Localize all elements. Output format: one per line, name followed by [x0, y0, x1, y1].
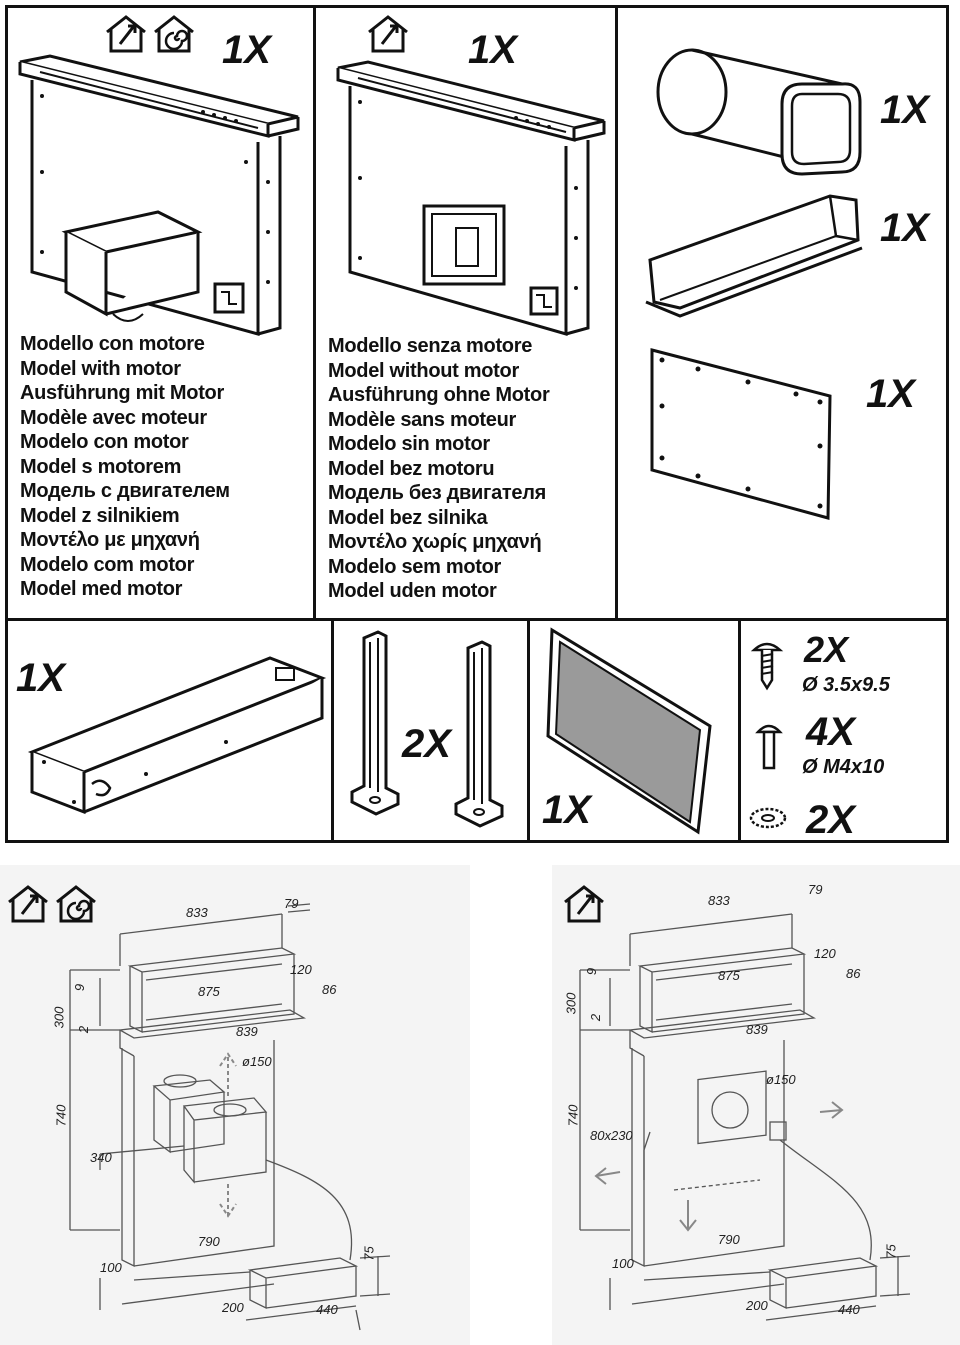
dim-300: 300 [51, 1006, 67, 1029]
bracket-qty: 2X [402, 722, 451, 766]
mounting-brackets-drawing [350, 630, 504, 828]
house-duct-out-icon [564, 885, 604, 923]
dim-790: 790 [718, 1232, 740, 1247]
divider-horizontal [5, 618, 949, 621]
lang-it: Modello con motore [20, 333, 205, 355]
dim-100: 100 [100, 1260, 122, 1275]
without-motor-language-list: Modello senza motore Model without motor… [328, 334, 550, 604]
lang-pt: Modelo com motor [20, 553, 195, 576]
dim-120: 120 [290, 962, 312, 977]
adapter-qty: 1X [880, 88, 929, 132]
lang-el: Μοντέλο με μηχανή [20, 529, 200, 551]
dim-dia150: ø150 [766, 1072, 796, 1087]
lang-da: Model med motor [20, 578, 183, 600]
lang-ru: Модель без двигателя [328, 482, 546, 504]
divider-top-1 [313, 5, 316, 620]
dimension-drawing-right-bg [552, 865, 960, 1345]
dim-86: 86 [322, 982, 337, 997]
house-recirculation-icon [154, 15, 194, 53]
screw-small-size: Ø 3.5x9.5 [802, 674, 890, 696]
lang-es: Modelo con motor [20, 431, 189, 453]
lang-pl: Model z silnikiem [20, 504, 180, 527]
house-duct-out-icon [106, 15, 146, 53]
dimension-drawing-with-motor [69, 903, 391, 1331]
dim-dia150: ø150 [242, 1054, 272, 1069]
screw-small-icon [750, 642, 784, 691]
dim-839: 839 [236, 1024, 258, 1039]
lang-ru: Модель с двигателем [20, 480, 230, 502]
divider-bottom-1 [331, 618, 334, 843]
dim-440: 440 [316, 1302, 338, 1317]
house-recirculation-icon [56, 885, 96, 923]
washer-icon [749, 807, 787, 829]
duct-qty: 1X [880, 206, 929, 250]
dimension-drawing-without-motor [579, 913, 911, 1321]
divider-bottom-2 [527, 618, 530, 843]
lang-cs: Model s motorem [20, 455, 182, 478]
dim-200: 200 [746, 1298, 768, 1313]
lang-de: Ausführung mit Motor [20, 382, 224, 404]
lang-de: Ausführung ohne Motor [328, 384, 550, 406]
dim-80x230: 80x230 [590, 1128, 633, 1143]
grease-filter-drawing [546, 627, 712, 835]
dim-9: 9 [72, 983, 88, 992]
dim-86: 86 [846, 966, 861, 981]
dim-833: 833 [708, 893, 730, 908]
screw-large-size: Ø M4x10 [802, 756, 885, 778]
dim-75: 75 [883, 1244, 899, 1259]
motor-qty: 1X [16, 656, 65, 700]
dim-839: 839 [746, 1022, 768, 1037]
without-motor-qty: 1X [468, 28, 517, 72]
lang-pl: Model bez silnika [328, 506, 488, 529]
divider-top-2 [615, 5, 618, 620]
with-motor-language-list: Modello con motore Model with motor Ausf… [20, 332, 230, 602]
dim-120: 120 [814, 946, 836, 961]
lang-pt: Modelo sem motor [328, 555, 501, 578]
dim-2: 2 [76, 1025, 92, 1034]
filter-qty: 1X [542, 788, 591, 832]
hood-without-motor-drawing [336, 60, 606, 336]
dim-2: 2 [588, 1013, 604, 1022]
dim-75: 75 [361, 1246, 377, 1261]
dim-833: 833 [186, 905, 208, 920]
lang-fr: Modèle avec moteur [20, 406, 207, 429]
dim-300: 300 [563, 992, 579, 1015]
with-motor-qty: 1X [222, 28, 271, 72]
house-duct-out-icon [368, 15, 408, 53]
motor-box-drawing [27, 656, 327, 815]
dim-440: 440 [838, 1302, 860, 1317]
screw-large-icon [755, 724, 783, 770]
lang-el: Μοντέλο χωρίς μηχανή [328, 531, 542, 553]
divider-bottom-3 [738, 618, 741, 843]
dim-100: 100 [612, 1256, 634, 1271]
dim-875: 875 [198, 984, 220, 999]
dim-340: 340 [90, 1150, 112, 1165]
house-duct-out-icon [8, 885, 48, 923]
dim-740: 740 [53, 1104, 69, 1127]
washer-qty: 2X [806, 798, 855, 842]
round-to-rect-adapter-drawing [656, 48, 862, 176]
dim-79: 79 [808, 882, 823, 897]
lang-da: Model uden motor [328, 580, 497, 602]
rect-duct-drawing [645, 194, 863, 318]
dim-740: 740 [565, 1104, 581, 1127]
hood-with-motor-drawing [18, 54, 300, 336]
dim-790: 790 [198, 1234, 220, 1249]
lang-en: Model with motor [20, 357, 181, 380]
dim-200: 200 [222, 1300, 244, 1315]
dim-875: 875 [718, 968, 740, 983]
dimension-drawing-left-bg [0, 865, 470, 1345]
lang-fr: Modèle sans moteur [328, 408, 516, 431]
lang-cs: Model bez motoru [328, 457, 495, 480]
lang-it: Modello senza motore [328, 335, 533, 357]
screw-small-qty: 2X [804, 629, 849, 670]
panel-qty: 1X [866, 372, 915, 416]
lang-en: Model without motor [328, 359, 519, 382]
dim-9: 9 [584, 967, 600, 976]
screw-large-qty: 4X [806, 710, 855, 754]
components-frame [5, 5, 949, 843]
back-panel-drawing [650, 348, 832, 520]
dim-79: 79 [284, 896, 299, 911]
lang-es: Modelo sin motor [328, 433, 490, 455]
